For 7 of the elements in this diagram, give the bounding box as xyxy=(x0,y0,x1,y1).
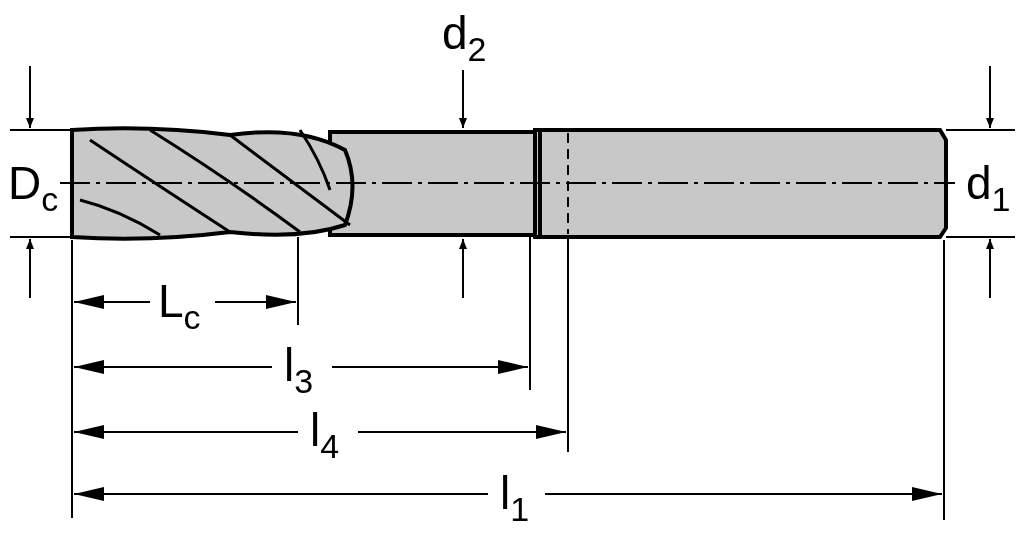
dimension-label: l$_{1}$ xyxy=(500,468,530,530)
dimension-label: D$_{c}$ xyxy=(8,158,59,220)
dimension-label: l$_{3}$ xyxy=(284,340,314,402)
dimension-label: d$_{1}$ xyxy=(966,158,1011,220)
dimension-label: L$_{c}$ xyxy=(158,276,201,338)
dimension-label: d$_{2}$ xyxy=(442,8,487,70)
dimension-label: l$_{4}$ xyxy=(310,405,340,467)
